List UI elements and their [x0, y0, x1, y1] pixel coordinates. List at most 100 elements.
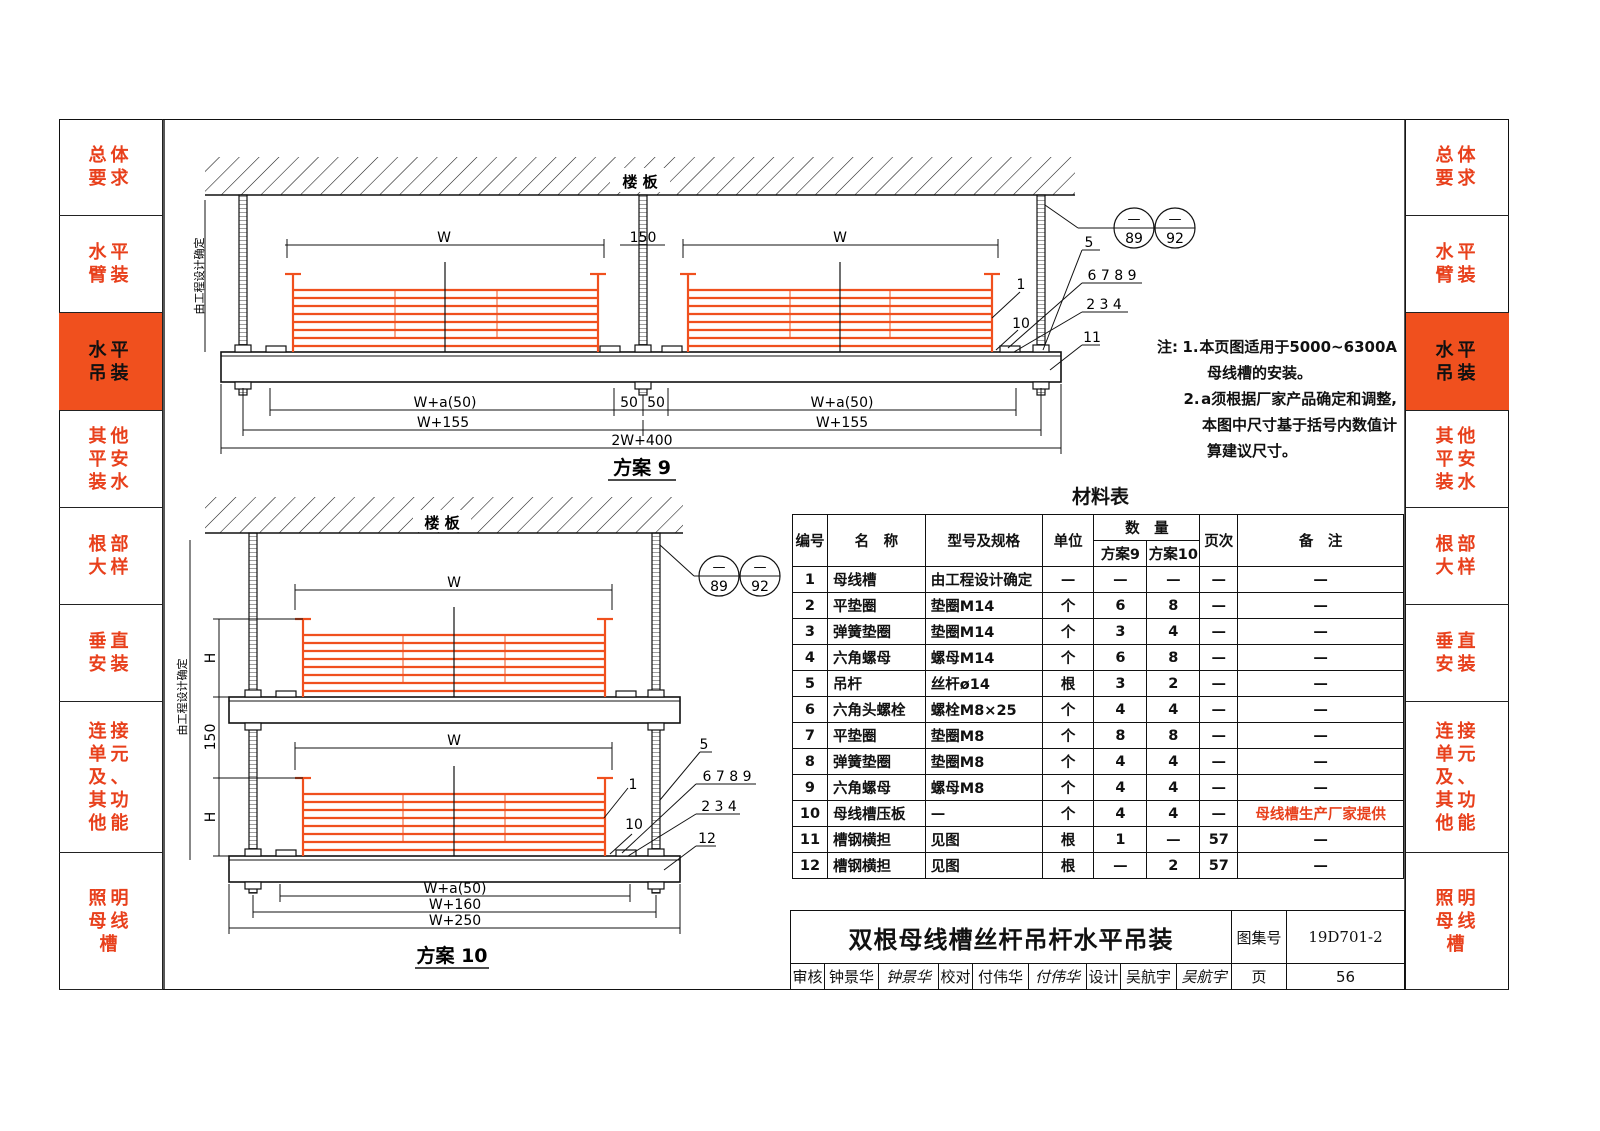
- svg-text:—: —: [713, 560, 726, 575]
- nav-tab-label: 装水: [1435, 471, 1480, 493]
- svg-text:W+250: W+250: [429, 913, 481, 929]
- cell-s9: 3: [1093, 670, 1148, 697]
- cell-name: 平垫圈: [826, 722, 926, 749]
- svg-text:50: 50: [647, 395, 665, 411]
- floor-slab-label: 楼 板: [424, 514, 460, 532]
- cell-remark: —: [1237, 852, 1404, 879]
- cell-remark: —: [1237, 774, 1404, 801]
- cell-name: 平垫圈: [826, 592, 926, 619]
- svg-text:W: W: [833, 230, 847, 246]
- cell-s9: 1: [1093, 826, 1148, 853]
- nav-tab-label: 及、: [1435, 766, 1480, 788]
- cell-s9: —: [1093, 852, 1148, 879]
- svg-text:5: 5: [700, 737, 709, 753]
- nav-tab-label: 槽: [99, 933, 122, 955]
- cell-no: 2: [792, 592, 828, 619]
- cell-unit: 根: [1041, 670, 1095, 697]
- nav-tab[interactable]: 照明母线槽: [59, 853, 163, 990]
- nav-tab[interactable]: 连接单元及、其功他能: [1405, 702, 1509, 853]
- cell-page: —: [1199, 748, 1239, 775]
- nav-tab[interactable]: 其他平安装水: [59, 411, 163, 508]
- design-note-vertical: 由工程设计确定: [175, 659, 189, 736]
- svg-text:—: —: [1128, 212, 1141, 227]
- cell-unit: 个: [1041, 592, 1095, 619]
- svg-text:150: 150: [630, 230, 657, 246]
- checker-signature: 付伟华: [1029, 964, 1087, 989]
- col-remark: 备 注: [1237, 514, 1404, 567]
- cell-no: 5: [792, 670, 828, 697]
- nav-tab-label: 大样: [88, 557, 133, 578]
- cell-s9: 8: [1093, 722, 1148, 749]
- cell-remark: —: [1237, 670, 1404, 697]
- nav-tab[interactable]: 总体要求: [59, 119, 163, 216]
- svg-text:2 3 4: 2 3 4: [701, 799, 737, 815]
- nav-tab-label: 要求: [88, 168, 133, 189]
- nav-tab-label: 水平: [1435, 339, 1480, 361]
- nav-tab[interactable]: 根部大样: [1405, 508, 1509, 605]
- svg-text:W+160: W+160: [429, 897, 481, 913]
- cell-spec: 见图: [924, 826, 1043, 853]
- cell-no: 6: [792, 696, 828, 723]
- nav-tab-label: 他能: [88, 812, 133, 834]
- nav-tab-label: 照明: [88, 887, 133, 909]
- cell-remark: —: [1237, 696, 1404, 723]
- cell-remark: —: [1237, 644, 1404, 671]
- cell-unit: 个: [1041, 748, 1095, 775]
- cell-spec: 螺母M14: [924, 644, 1043, 671]
- nav-tab[interactable]: 垂直安装: [59, 605, 163, 702]
- cell-s9: —: [1093, 566, 1148, 593]
- cell-page: —: [1199, 696, 1239, 723]
- drawing-title: 双根母线槽丝杆吊杆水平吊装: [791, 911, 1232, 964]
- designer-signature: 吴航宇: [1177, 964, 1232, 989]
- cell-spec: 见图: [924, 852, 1043, 879]
- cell-spec: 由工程设计确定: [924, 566, 1043, 593]
- nav-tab-label: 臂装: [88, 265, 133, 286]
- nav-tab-label: 他能: [1435, 812, 1480, 834]
- nav-tab-label: 平安: [1435, 448, 1480, 470]
- nav-tab-label: 吊装: [1435, 362, 1480, 384]
- nav-tab-label: 单元: [1435, 743, 1480, 765]
- nav-tab-label: 要求: [1435, 168, 1480, 189]
- nav-tab[interactable]: 连接单元及、其功他能: [59, 702, 163, 853]
- svg-text:10: 10: [625, 817, 643, 833]
- nav-tab-label: 水平: [1435, 242, 1480, 263]
- cell-s9: 4: [1093, 800, 1148, 827]
- cell-unit: 个: [1041, 774, 1095, 801]
- svg-text:H: H: [203, 653, 219, 664]
- col-scheme9: 方案9: [1093, 540, 1148, 567]
- nav-tab-label: 根部: [88, 534, 133, 555]
- nav-tab-label: 照明: [1435, 887, 1480, 909]
- cell-name: 槽钢横担: [826, 852, 926, 879]
- cell-unit: 根: [1041, 826, 1095, 853]
- cell-remark: —: [1237, 748, 1404, 775]
- nav-tab-label: 总体: [88, 145, 133, 166]
- reviewer-signature: 钟景华: [879, 964, 939, 989]
- cell-s10: 4: [1146, 774, 1201, 801]
- cell-remark: —: [1237, 566, 1404, 593]
- channel-steel-beam: [220, 351, 1062, 383]
- nav-tab-label: 大样: [1435, 557, 1480, 578]
- cell-page: —: [1199, 722, 1239, 749]
- cell-page: 57: [1199, 852, 1239, 879]
- svg-text:2 3 4: 2 3 4: [1086, 297, 1122, 313]
- nav-tab[interactable]: 水平臂装: [59, 216, 163, 313]
- cell-s9: 3: [1093, 618, 1148, 645]
- nav-tab[interactable]: 水平吊装: [59, 313, 163, 411]
- nav-tab-label: 总体: [1435, 145, 1480, 166]
- cell-no: 11: [792, 826, 828, 853]
- cell-s10: —: [1146, 826, 1201, 853]
- cell-no: 4: [792, 644, 828, 671]
- design-note-vertical: 由工程设计确定: [192, 238, 206, 315]
- nav-tab-label: 吊装: [88, 362, 133, 384]
- cell-s10: 4: [1146, 618, 1201, 645]
- cell-s10: 8: [1146, 592, 1201, 619]
- cell-name: 弹簧垫圈: [826, 618, 926, 645]
- svg-text:6 7 8 9: 6 7 8 9: [1088, 268, 1137, 284]
- nav-tab[interactable]: 根部大样: [59, 508, 163, 605]
